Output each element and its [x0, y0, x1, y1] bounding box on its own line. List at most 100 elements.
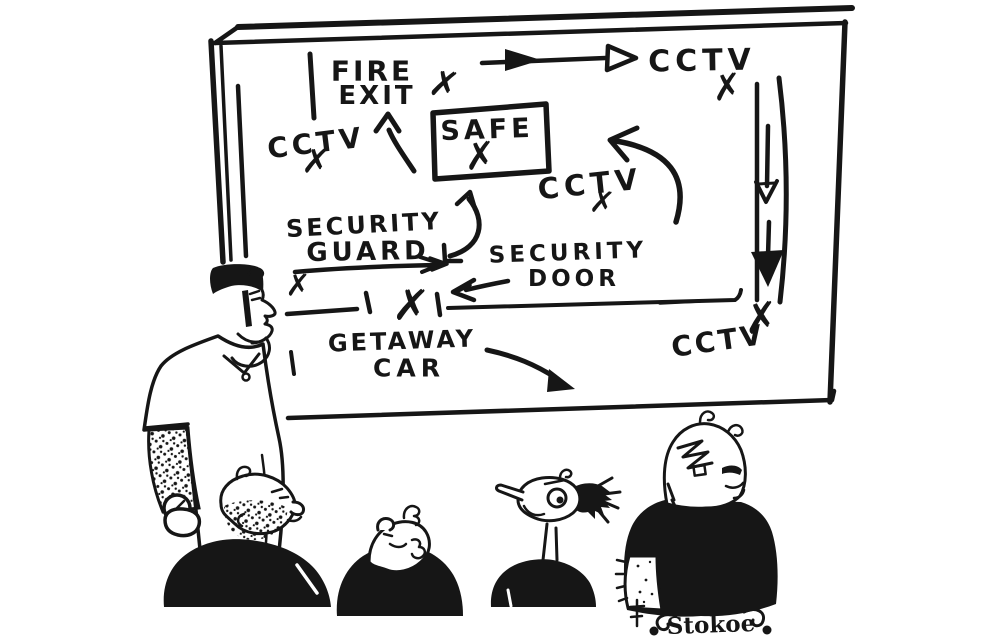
presenter-sleeve-hem	[143, 422, 190, 430]
audience1-hair-curl	[235, 465, 252, 481]
security-guard-x-mark: ✗	[285, 269, 310, 304]
cctv-left-x-mark: ✗	[300, 141, 331, 183]
presenter-face-profile	[250, 288, 277, 345]
security-guard-label-line2: GUARD	[306, 236, 430, 268]
audience-member-1	[163, 465, 331, 607]
plan-bottom-wall-left	[284, 306, 360, 317]
audience1-brow-lines	[270, 487, 290, 500]
signature-text: Stokoe	[666, 610, 755, 640]
audience4-arm-stubble-dots	[636, 560, 654, 604]
board-left-edge-inner	[219, 44, 233, 262]
down-arrow-upper	[754, 123, 779, 204]
audience4-hair-curls	[698, 410, 744, 437]
board-top-left-bevel	[212, 24, 241, 46]
signature-flourish-right-dot	[762, 625, 772, 635]
getaway-car-label-line2: CAR	[373, 354, 445, 383]
audience-member-4	[614, 410, 778, 628]
security-door-label: SECURITY DOOR	[488, 237, 647, 292]
board-top-edge-outer	[235, 5, 855, 30]
audience3-body	[490, 559, 596, 607]
route-arrow-top	[479, 43, 639, 73]
cctv-middle-x-mark: ✗	[588, 184, 617, 221]
big-curved-arrow	[607, 125, 683, 225]
presenter-watch-hand	[175, 499, 186, 510]
security-door-label-line1: SECURITY	[488, 237, 647, 269]
fire-exit-label-line2: EXIT	[338, 81, 415, 111]
cctv-top-right-x-mark: ✗	[710, 66, 744, 110]
security-guard-label: SECURITY GUARD	[285, 207, 442, 268]
audience1-ear	[236, 512, 246, 528]
audience3-spiky-hair	[570, 483, 612, 519]
getaway-car-label-line1: GETAWAY	[327, 324, 476, 357]
board-right-edge	[827, 19, 848, 405]
security-door-label-line2: DOOR	[528, 266, 620, 292]
signature-flourish-left	[655, 613, 678, 632]
floor-plan: FIRE EXIT CCTV CCTV SAFE CCTV SECURITY G…	[235, 43, 789, 392]
artist-signature: Stokoe	[649, 608, 772, 640]
curved-arrow-to-fire-exit	[373, 111, 417, 174]
plan-right-wall-outer	[776, 75, 789, 305]
getaway-car-label: GETAWAY CAR	[327, 324, 476, 382]
whiteboard	[208, 5, 855, 421]
audience4-scar-zigzag	[676, 439, 714, 470]
audience2-ear	[410, 538, 427, 560]
audience4-sideburn	[666, 482, 678, 510]
audience2-nostril	[382, 532, 394, 538]
board-top-edge-inner	[212, 20, 849, 46]
signature-flourish-left-dot	[649, 626, 659, 636]
fire-exit-label-line1: FIRE	[331, 55, 413, 88]
cctv-bottom-right-x-mark: ✗	[741, 292, 781, 344]
audience4-arm-hairs	[614, 558, 629, 603]
audience4-arm-tattoo-cross	[628, 598, 646, 628]
safe-x-mark: ✗	[463, 133, 498, 179]
door-post-left	[363, 290, 373, 315]
fire-exit-label: FIRE EXIT	[331, 55, 415, 112]
audience1-mouth	[286, 515, 303, 523]
plan-bottom-wall-right	[446, 288, 743, 310]
door-post-right	[434, 291, 443, 318]
audience3-pointy-nose	[495, 483, 525, 502]
audience3-highlight	[506, 588, 513, 608]
presenter-hand	[163, 507, 202, 538]
board-bottom-edge	[285, 388, 837, 421]
guard-underline-arrow	[292, 255, 449, 275]
down-arrow-lower	[751, 219, 784, 287]
plan-small-wall-mark	[289, 350, 296, 376]
security-door-x-mark: ✗	[391, 279, 431, 332]
audience3-hair-curl	[558, 468, 573, 480]
audience3-brow	[543, 478, 567, 486]
presenter-sideburn	[242, 290, 252, 327]
safe-box	[430, 101, 552, 182]
guard-safe-double-arrow	[441, 189, 482, 264]
plan-wall-overstroke	[658, 299, 702, 305]
plan-left-wall	[235, 83, 249, 259]
presenter-brow-lines	[248, 289, 262, 302]
signature-flourish-right	[742, 608, 766, 628]
audience3-pupil	[556, 496, 564, 504]
audience4-staple	[692, 463, 707, 477]
cctv-top-right-label: CCTV	[648, 43, 756, 80]
audience2-mouth	[388, 542, 408, 549]
audience1-nose	[289, 500, 305, 517]
getaway-route-arrow	[484, 347, 575, 392]
audience2-hair-curl	[402, 504, 421, 527]
audience4-body	[623, 500, 778, 617]
audience4-grin	[724, 481, 746, 500]
audience3-neck	[541, 522, 559, 562]
presenter-collar	[222, 352, 261, 374]
audience4-brow	[722, 465, 742, 475]
safe-label: SAFE	[440, 113, 534, 147]
audience3-grin	[522, 504, 546, 517]
audience-member-2	[336, 504, 463, 616]
security-door-arrow	[450, 277, 511, 303]
audience2-nose	[376, 517, 396, 532]
fire-exit-x-mark: ✗	[426, 62, 463, 108]
audience1-body	[163, 539, 331, 607]
fire-exit-door-line	[307, 51, 317, 121]
audience3-hair-spikes	[596, 476, 622, 524]
audience1-highlight	[295, 563, 319, 595]
presenter-hair-curl	[245, 267, 265, 280]
board-left-edge-outer	[208, 38, 226, 265]
